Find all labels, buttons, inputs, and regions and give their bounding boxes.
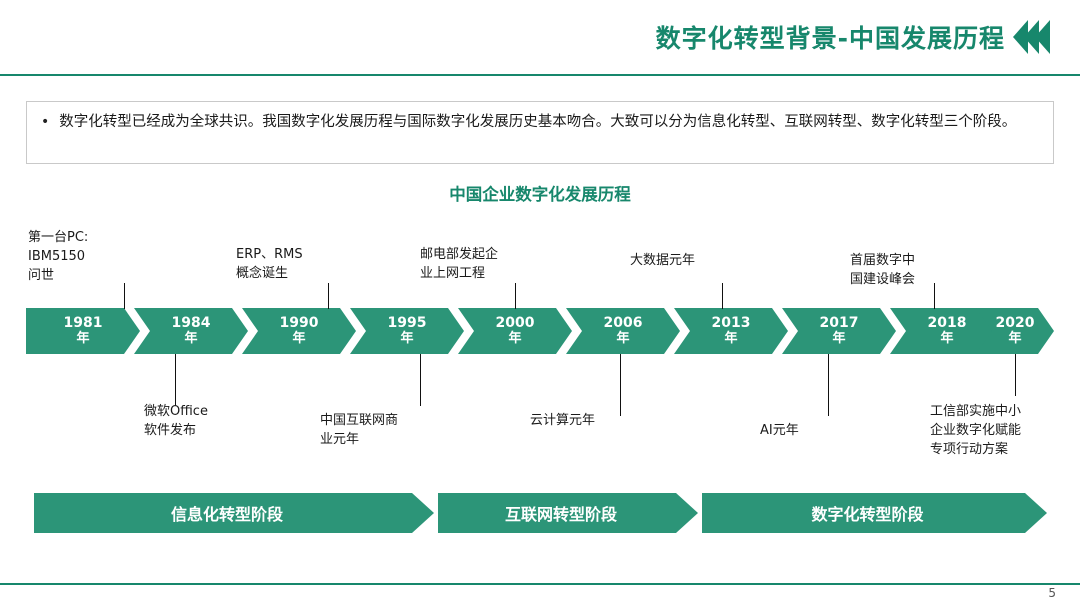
- milestone-label-below-2017: AI元年: [760, 423, 799, 438]
- page-title: 数字化转型背景-中国发展历程: [655, 24, 1005, 53]
- milestone-unit: 年: [400, 331, 414, 346]
- chart-subtitle: 中国企业数字化发展历程: [449, 185, 631, 204]
- milestone-year: 1990: [279, 315, 319, 331]
- phase-label: 互联网转型阶段: [438, 493, 698, 533]
- leader-line: [124, 283, 125, 309]
- milestone-year: 2017: [819, 315, 859, 331]
- milestone-year: 2006: [603, 315, 643, 331]
- leader-line: [1015, 354, 1016, 396]
- timeline-milestone-2013[interactable]: 2013 年: [674, 308, 788, 354]
- header-divider: [0, 74, 1080, 76]
- leader-line: [175, 354, 176, 406]
- milestone-label-below-2006: 云计算元年: [530, 413, 596, 428]
- timeline-milestone-1995[interactable]: 1995 年: [350, 308, 464, 354]
- phase-arrow-digital[interactable]: 数字化转型阶段: [702, 493, 1047, 533]
- milestone-label-above-2018: 首届数字中 国建设峰会: [850, 253, 916, 287]
- milestone-year: 2013: [711, 315, 751, 331]
- milestone-unit: 年: [508, 331, 522, 346]
- phase-label: 信息化转型阶段: [34, 493, 434, 533]
- phase-arrow-informatization[interactable]: 信息化转型阶段: [34, 493, 434, 533]
- slide-header: 数字化转型背景-中国发展历程: [0, 0, 1080, 74]
- milestone-year: 2000: [495, 315, 535, 331]
- milestone-unit: 年: [184, 331, 198, 346]
- summary-box: • 数字化转型已经成为全球共识。我国数字化发展历程与国际数字化发展历史基本吻合。…: [26, 101, 1054, 164]
- timeline-milestone-2020[interactable]: 2020 年: [976, 308, 1054, 354]
- milestone-unit: 年: [724, 331, 738, 346]
- milestone-label-above-1981: 第一台PC: IBM5150 问世: [28, 230, 89, 283]
- milestone-label-below-2020: 工信部实施中小 企业数字化赋能 专项行动方案: [930, 404, 1022, 457]
- milestone-year: 2018: [927, 315, 967, 331]
- leader-line: [328, 283, 329, 309]
- timeline-milestone-1981[interactable]: 1981 年: [26, 308, 140, 354]
- milestone-year: 2020: [995, 315, 1035, 331]
- phase-arrow-internet[interactable]: 互联网转型阶段: [438, 493, 698, 533]
- leader-line: [515, 283, 516, 309]
- chevron-left-icon: [1035, 20, 1050, 54]
- milestone-unit: 年: [76, 331, 90, 346]
- timeline-milestone-1990[interactable]: 1990 年: [242, 308, 356, 354]
- bullet-marker: •: [41, 114, 50, 130]
- timeline-milestone-2000[interactable]: 2000 年: [458, 308, 572, 354]
- milestone-label-above-1990: ERP、RMS 概念诞生: [236, 247, 303, 281]
- timeline-milestone-2006[interactable]: 2006 年: [566, 308, 680, 354]
- leader-line: [722, 283, 723, 309]
- footer-divider: [0, 583, 1080, 585]
- milestone-year: 1981: [63, 315, 103, 331]
- milestone-label-below-1984: 微软Office 软件发布: [144, 404, 208, 438]
- milestone-label-above-2000: 邮电部发起企 业上网工程: [420, 247, 499, 281]
- timeline-milestone-1984[interactable]: 1984 年: [134, 308, 248, 354]
- milestone-year: 1984: [171, 315, 211, 331]
- summary-text: 数字化转型已经成为全球共识。我国数字化发展历程与国际数字化发展历史基本吻合。大致…: [59, 114, 1017, 130]
- header-chevron-decoration: [1013, 20, 1050, 54]
- leader-line: [620, 354, 621, 416]
- milestone-label-above-2013: 大数据元年: [630, 253, 696, 268]
- leader-line: [828, 354, 829, 416]
- milestone-year: 1995: [387, 315, 427, 331]
- timeline-milestone-2017[interactable]: 2017 年: [782, 308, 896, 354]
- leader-line: [420, 354, 421, 406]
- page-number: 5: [1048, 586, 1056, 600]
- milestone-unit: 年: [616, 331, 630, 346]
- milestone-unit: 年: [292, 331, 306, 346]
- milestone-unit: 年: [1008, 331, 1022, 346]
- phase-label: 数字化转型阶段: [702, 493, 1047, 533]
- milestone-unit: 年: [940, 331, 954, 346]
- milestone-label-below-1995: 中国互联网商 业元年: [320, 413, 399, 447]
- milestone-unit: 年: [832, 331, 846, 346]
